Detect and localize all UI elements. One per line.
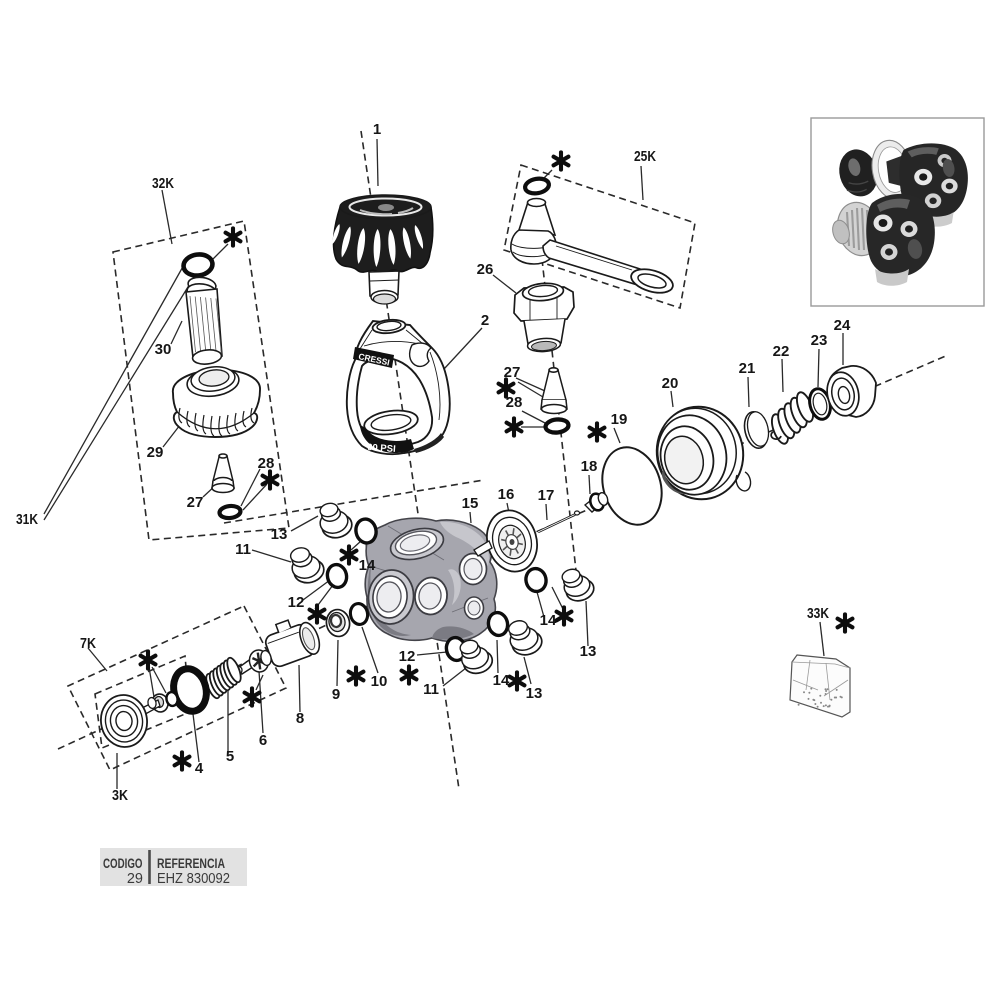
svg-text:10: 10 xyxy=(371,673,388,690)
svg-text:17: 17 xyxy=(538,487,555,504)
svg-text:12: 12 xyxy=(399,648,416,665)
svg-text:4: 4 xyxy=(195,760,204,777)
svg-text:14: 14 xyxy=(540,612,557,629)
svg-text:30: 30 xyxy=(155,341,172,358)
svg-text:23: 23 xyxy=(811,332,828,349)
svg-text:11: 11 xyxy=(423,681,439,698)
svg-text:11: 11 xyxy=(235,541,251,558)
svg-text:28: 28 xyxy=(506,394,523,411)
svg-text:29: 29 xyxy=(147,444,164,461)
svg-text:24: 24 xyxy=(834,317,851,334)
svg-text:14: 14 xyxy=(493,672,510,689)
svg-text:8: 8 xyxy=(296,710,304,727)
svg-text:20: 20 xyxy=(662,375,679,392)
svg-text:27: 27 xyxy=(187,494,204,511)
svg-text:3K: 3K xyxy=(112,787,128,804)
svg-text:2: 2 xyxy=(481,312,489,329)
svg-text:13: 13 xyxy=(271,526,288,543)
svg-text:26: 26 xyxy=(477,261,494,278)
svg-text:21: 21 xyxy=(739,360,756,377)
svg-text:14: 14 xyxy=(359,557,376,574)
svg-text:29: 29 xyxy=(127,871,143,887)
svg-text:18: 18 xyxy=(581,458,598,475)
svg-text:27: 27 xyxy=(504,364,521,381)
svg-text:6: 6 xyxy=(259,732,267,749)
svg-text:13: 13 xyxy=(580,643,597,660)
svg-text:28: 28 xyxy=(258,455,275,472)
svg-text:EHZ 830092: EHZ 830092 xyxy=(157,871,230,887)
svg-text:15: 15 xyxy=(462,495,479,512)
svg-text:31K: 31K xyxy=(16,511,38,528)
svg-text:00 PSI: 00 PSI xyxy=(367,442,396,455)
svg-text:32K: 32K xyxy=(152,175,174,192)
svg-text:16: 16 xyxy=(498,486,515,503)
svg-text:9: 9 xyxy=(332,686,340,703)
svg-text:19: 19 xyxy=(611,411,628,428)
svg-text:13: 13 xyxy=(526,685,543,702)
svg-text:CODIGO: CODIGO xyxy=(103,856,143,871)
svg-text:REFERENCIA: REFERENCIA xyxy=(157,856,225,871)
svg-text:25K: 25K xyxy=(634,148,656,165)
svg-text:7K: 7K xyxy=(80,635,96,652)
svg-text:1: 1 xyxy=(373,121,381,138)
svg-text:22: 22 xyxy=(773,343,790,360)
svg-text:33K: 33K xyxy=(807,605,829,622)
svg-text:12: 12 xyxy=(288,594,305,611)
svg-text:5: 5 xyxy=(226,748,234,765)
